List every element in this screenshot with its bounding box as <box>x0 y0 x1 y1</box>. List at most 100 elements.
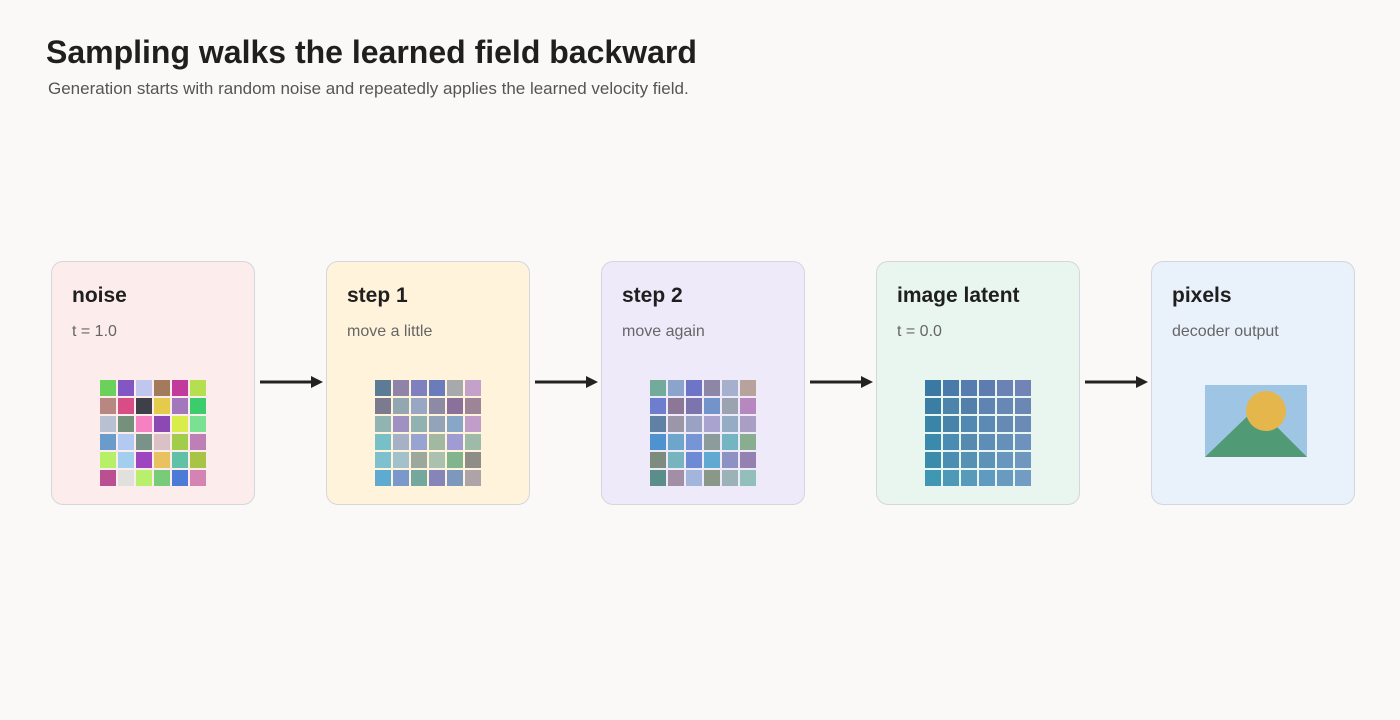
latent-cell <box>1015 416 1031 432</box>
latent-cell <box>172 452 188 468</box>
stage-title: noise <box>72 284 127 307</box>
latent-cell <box>375 416 391 432</box>
latent-cell <box>465 416 481 432</box>
latent-cell <box>943 470 959 486</box>
landscape-image-icon <box>1205 385 1307 457</box>
latent-cell <box>979 416 995 432</box>
latent-cell <box>375 398 391 414</box>
latent-cell <box>447 452 463 468</box>
latent-cell <box>704 452 720 468</box>
stage-subtitle: move a little <box>347 323 433 340</box>
latent-cell <box>997 398 1013 414</box>
latent-cell <box>118 380 134 396</box>
page-title: Sampling walks the learned field backwar… <box>46 34 697 70</box>
latent-cell <box>1015 398 1031 414</box>
latent-cell <box>393 398 409 414</box>
latent-cell <box>979 470 995 486</box>
latent-cell <box>118 398 134 414</box>
latent-cell <box>668 470 684 486</box>
latent-cell <box>190 380 206 396</box>
latent-cell <box>997 452 1013 468</box>
latent-cell <box>447 434 463 450</box>
latent-cell <box>650 470 666 486</box>
latent-cell <box>465 452 481 468</box>
arrow-right-icon <box>1085 376 1148 388</box>
latent-cell <box>465 380 481 396</box>
stage-card-noise: noise t = 1.0 <box>51 261 255 505</box>
latent-cell <box>943 416 959 432</box>
latent-cell <box>961 434 977 450</box>
latent-cell <box>722 470 738 486</box>
latent-cell <box>411 398 427 414</box>
latent-cell <box>740 434 756 450</box>
latent-cell <box>136 398 152 414</box>
latent-cell <box>686 470 702 486</box>
latent-cell <box>925 416 941 432</box>
latent-cell <box>925 380 941 396</box>
latent-cell <box>943 452 959 468</box>
latent-cell <box>997 380 1013 396</box>
latent-cell <box>465 470 481 486</box>
latent-cell <box>100 380 116 396</box>
latent-cell <box>172 434 188 450</box>
latent-cell <box>686 434 702 450</box>
arrow-right-icon <box>810 376 873 388</box>
latent-cell <box>154 380 170 396</box>
latent-cell <box>943 380 959 396</box>
latent-cell <box>190 398 206 414</box>
latent-cell <box>136 452 152 468</box>
latent-cell <box>740 470 756 486</box>
latent-cell <box>704 416 720 432</box>
latent-cell <box>154 452 170 468</box>
latent-cell <box>722 416 738 432</box>
latent-cell <box>136 380 152 396</box>
latent-cell <box>100 398 116 414</box>
latent-cell <box>447 470 463 486</box>
latent-cell <box>1015 380 1031 396</box>
latent-cell <box>393 380 409 396</box>
latent-cell <box>429 452 445 468</box>
latent-cell <box>411 452 427 468</box>
latent-cell <box>429 398 445 414</box>
latent-cell <box>154 416 170 432</box>
latent-cell <box>925 452 941 468</box>
latent-cell <box>961 380 977 396</box>
latent-cell <box>961 470 977 486</box>
latent-grid <box>925 380 1031 486</box>
latent-cell <box>375 434 391 450</box>
latent-cell <box>740 452 756 468</box>
latent-cell <box>925 434 941 450</box>
stage-subtitle: t = 0.0 <box>897 323 942 340</box>
latent-cell <box>172 380 188 396</box>
latent-cell <box>190 416 206 432</box>
latent-cell <box>465 434 481 450</box>
latent-cell <box>961 398 977 414</box>
latent-cell <box>172 398 188 414</box>
latent-cell <box>447 398 463 414</box>
latent-cell <box>943 434 959 450</box>
latent-cell <box>997 434 1013 450</box>
latent-cell <box>411 416 427 432</box>
latent-cell <box>393 452 409 468</box>
latent-cell <box>979 398 995 414</box>
latent-cell <box>429 470 445 486</box>
latent-cell <box>650 452 666 468</box>
latent-cell <box>118 470 134 486</box>
latent-cell <box>961 416 977 432</box>
latent-cell <box>997 470 1013 486</box>
latent-cell <box>925 398 941 414</box>
latent-cell <box>704 398 720 414</box>
page-subtitle: Generation starts with random noise and … <box>48 79 689 98</box>
latent-cell <box>190 470 206 486</box>
latent-cell <box>172 416 188 432</box>
latent-cell <box>100 452 116 468</box>
latent-cell <box>961 452 977 468</box>
latent-cell <box>686 416 702 432</box>
stage-title: step 1 <box>347 284 408 307</box>
latent-cell <box>1015 470 1031 486</box>
latent-cell <box>740 380 756 396</box>
latent-cell <box>997 416 1013 432</box>
hill <box>1205 407 1307 457</box>
latent-cell <box>375 470 391 486</box>
latent-cell <box>190 452 206 468</box>
